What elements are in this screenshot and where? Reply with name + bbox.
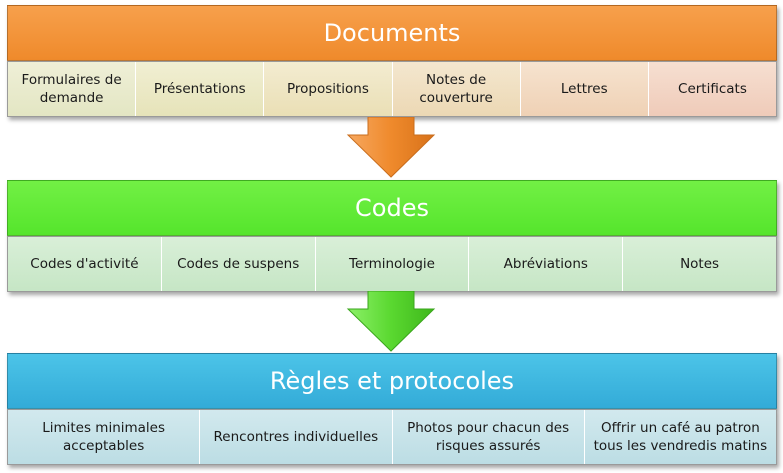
documents-item: Propositions	[264, 62, 393, 116]
rules-item: Photos pour chacun des risques assurés	[392, 410, 585, 464]
codes-item: Notes	[623, 237, 776, 291]
rules-item: Rencontres individuelles	[200, 410, 393, 464]
down-arrow-icon	[346, 291, 436, 352]
documents-section: Documents Formulaires de demande Présent…	[7, 5, 777, 117]
codes-item: Codes de suspens	[161, 237, 316, 291]
rules-item: Offrir un café au patron tous les vendre…	[584, 410, 776, 464]
documents-item: Notes de couverture	[392, 62, 521, 116]
down-arrow-icon	[346, 117, 436, 178]
documents-item: Formulaires de demande	[8, 62, 137, 116]
documents-item: Lettres	[520, 62, 649, 116]
codes-item: Terminologie	[315, 237, 470, 291]
codes-header: Codes	[7, 180, 777, 236]
codes-items: Codes d'activité Codes de suspens Termin…	[7, 236, 777, 292]
documents-items: Formulaires de demande Présentations Pro…	[7, 61, 777, 117]
documents-header: Documents	[7, 5, 777, 61]
rules-section: Règles et protocoles Limites minimales a…	[7, 353, 777, 465]
documents-item: Présentations	[136, 62, 265, 116]
rules-items: Limites minimales acceptables Rencontres…	[7, 409, 777, 465]
codes-item: Abréviations	[469, 237, 624, 291]
rules-header: Règles et protocoles	[7, 353, 777, 409]
documents-item: Certificats	[648, 62, 777, 116]
codes-item: Codes d'activité	[8, 237, 162, 291]
codes-section: Codes Codes d'activité Codes de suspens …	[7, 180, 777, 292]
rules-item: Limites minimales acceptables	[8, 410, 201, 464]
